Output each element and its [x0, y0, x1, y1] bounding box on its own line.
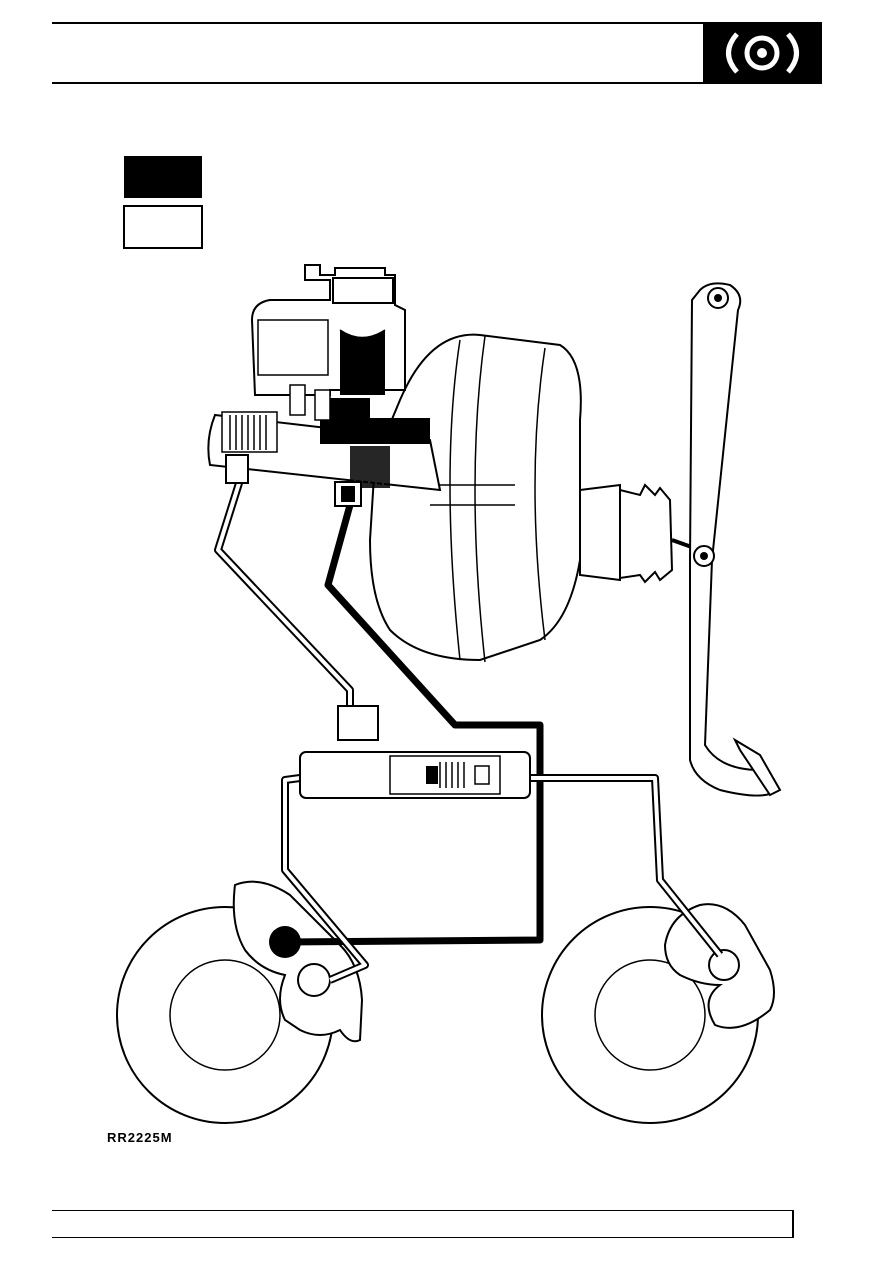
brake-disc-icon [703, 24, 822, 82]
figure-reference: RR2225M [107, 1130, 173, 1145]
primary-brake-line [284, 504, 544, 946]
push-rod-boot [579, 483, 701, 584]
legend-swatch-filled [124, 156, 202, 198]
legend-swatch-outline [123, 205, 203, 249]
right-caliper-port [708, 949, 740, 981]
brake-servo [368, 333, 582, 663]
pressure-reducing-valve [299, 705, 531, 799]
header-bottom-rule [52, 82, 822, 84]
secondary-line-master-to-tee [214, 478, 354, 720]
brake-pedal [689, 282, 782, 797]
master-cylinder [207, 384, 442, 507]
header-top-rule [52, 22, 822, 24]
left-caliper-rear-port [297, 963, 331, 997]
left-brake-caliper [232, 880, 364, 1043]
footer-bar [52, 1210, 794, 1238]
fluid-reservoir [250, 264, 406, 396]
